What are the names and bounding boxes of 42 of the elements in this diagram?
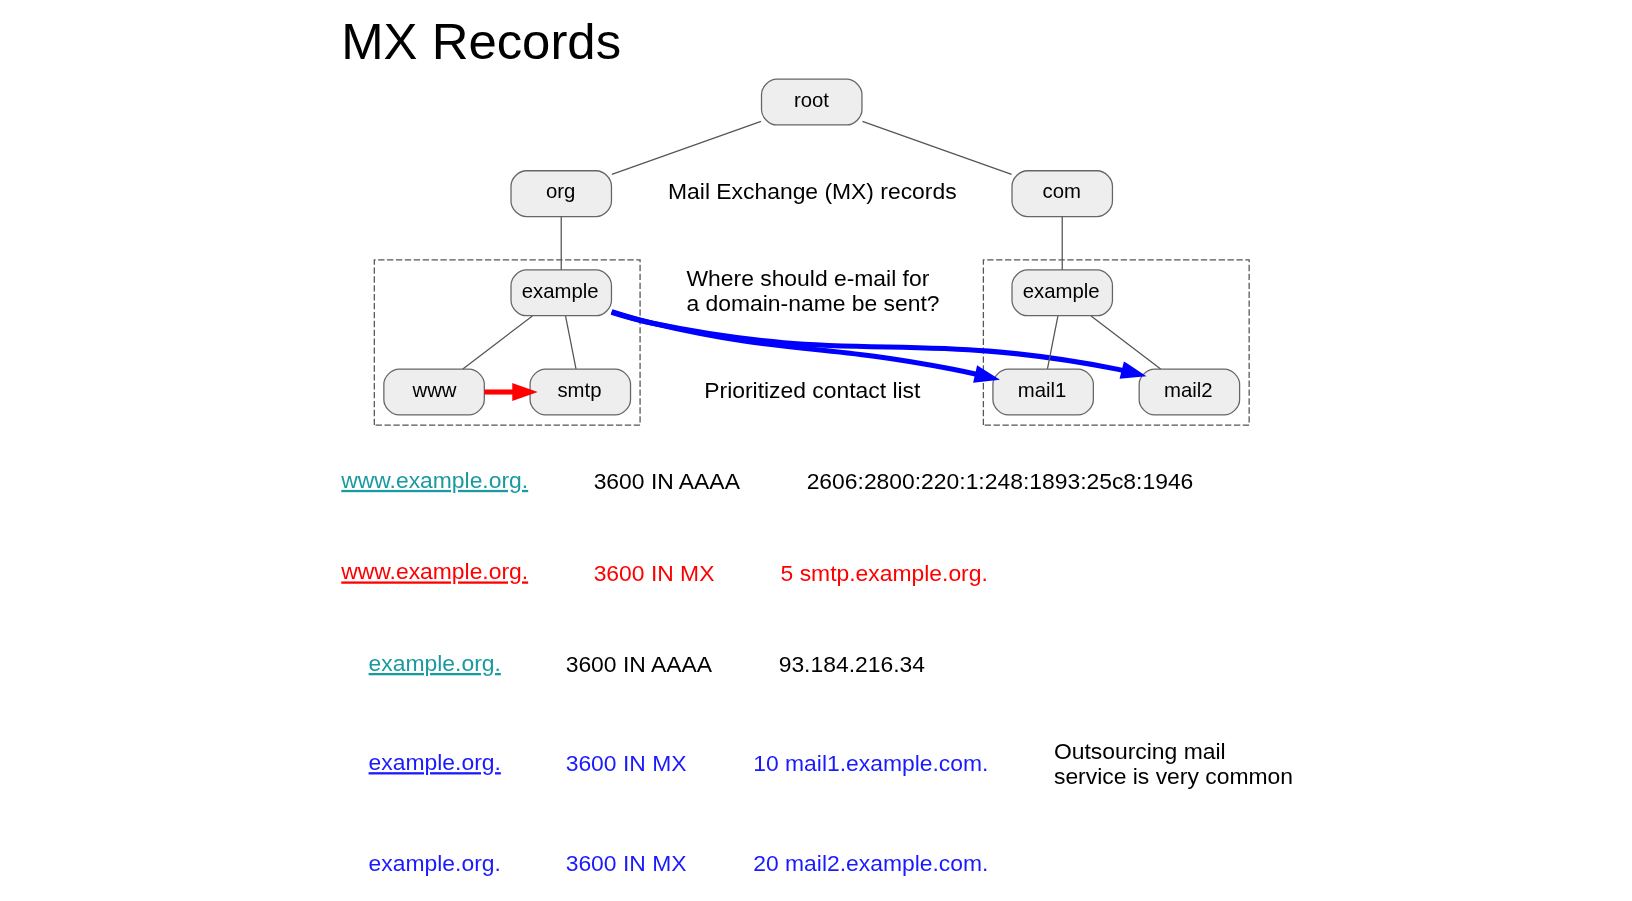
connector — [461, 315, 533, 370]
label: 5 smtp.example.org. — [780, 559, 988, 586]
connector — [861, 120, 1012, 176]
label: 10 mail1.example.com. — [752, 750, 988, 777]
label: 3600 IN AAAA — [593, 468, 740, 495]
label: 2606:2800:220:1:248:1893:25c8:1946 — [806, 468, 1193, 495]
arrow — [483, 383, 538, 401]
label: 93.184.216.34 — [778, 651, 925, 678]
label: example.org. — [368, 849, 501, 876]
connector — [1089, 315, 1161, 370]
label: www.example.org. — [340, 466, 528, 493]
node-box: org — [509, 170, 612, 218]
connector — [1046, 315, 1059, 370]
label: 3600 IN MX — [565, 849, 686, 876]
label: 20 mail2.example.com. — [752, 849, 988, 876]
connector — [564, 315, 577, 370]
arrow — [610, 309, 1146, 379]
label: 3600 IN AAAA — [565, 651, 712, 678]
label: Where should e-mail for a domain-name be sent? — [685, 264, 940, 317]
connector — [560, 216, 562, 271]
label: Outsourcing mail service is very common — [1053, 737, 1293, 790]
arrow — [610, 309, 1000, 383]
connector — [610, 120, 762, 176]
node-box: example — [1010, 269, 1113, 317]
label: example.org. — [368, 749, 501, 776]
label: Mail Exchange (MX) records — [667, 178, 957, 205]
label: example.org. — [368, 649, 501, 676]
connector — [1061, 216, 1063, 271]
cluster — [373, 259, 641, 426]
node-box: mail2 — [1138, 368, 1240, 416]
node-box: com — [1010, 170, 1113, 218]
label: 3600 IN MX — [593, 559, 714, 586]
node-box: smtp — [528, 368, 631, 416]
node-box: www — [382, 368, 485, 416]
label: www.example.org. — [340, 558, 528, 585]
label: 3600 IN MX — [565, 750, 686, 777]
node-box: example — [509, 269, 612, 317]
node-box: root — [760, 78, 863, 126]
cluster — [982, 259, 1250, 426]
label: Prioritized contact list — [703, 376, 920, 403]
node-box: mail1 — [991, 368, 1094, 416]
diagram-title: MX Records — [340, 12, 621, 70]
